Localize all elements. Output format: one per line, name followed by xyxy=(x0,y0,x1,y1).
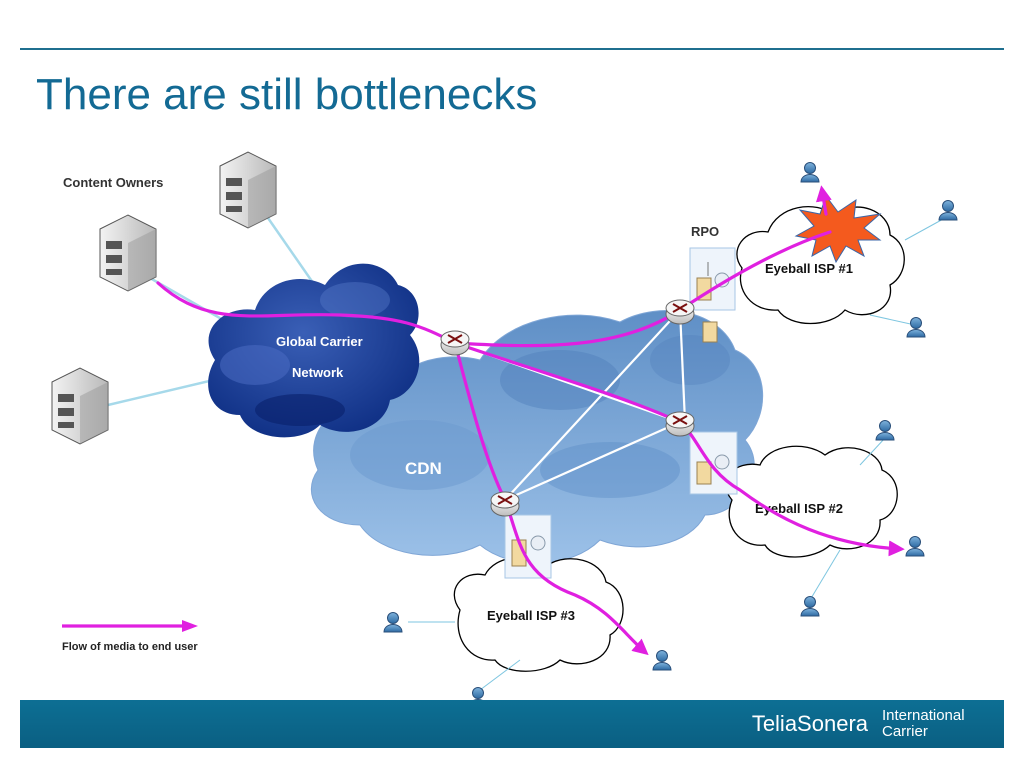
user-icon xyxy=(906,317,926,338)
user-icon xyxy=(800,162,820,183)
router-icon xyxy=(490,491,520,517)
user-icon xyxy=(938,200,958,221)
isp2-label: Eyeball ISP #2 xyxy=(755,501,843,516)
isp3-cloud xyxy=(453,556,624,672)
isp2-cloud xyxy=(725,445,898,558)
end-users xyxy=(383,162,958,700)
user-icon xyxy=(905,536,925,557)
legend-flow-label: Flow of media to end user xyxy=(62,641,198,653)
user-icon xyxy=(652,650,672,671)
footer-brand-sub: International Carrier xyxy=(882,708,965,740)
slide-title: There are still bottlenecks xyxy=(36,70,538,119)
user-icon xyxy=(875,420,895,441)
router-icon xyxy=(440,330,470,356)
top-rule xyxy=(20,48,1004,50)
rpo-label: RPO xyxy=(691,224,719,239)
footer-sub-line2: Carrier xyxy=(882,723,928,740)
isp3-label: Eyeball ISP #3 xyxy=(487,608,575,623)
footer-bar: TeliaSonera International Carrier xyxy=(20,700,1004,748)
user-icon xyxy=(383,612,403,633)
content-owners-label: Content Owners xyxy=(63,175,163,190)
building-icon xyxy=(219,151,277,229)
global-carrier-cloud xyxy=(208,263,420,438)
building-icon xyxy=(51,367,109,445)
isp1-label: Eyeball ISP #1 xyxy=(765,261,853,276)
bottleneck-burst-icon xyxy=(794,194,882,264)
global-carrier-label-line2: Network xyxy=(292,365,344,380)
legend-flow-arrow xyxy=(62,620,198,632)
router-icon xyxy=(665,299,695,325)
cdn-cloud xyxy=(310,310,764,564)
server-mid xyxy=(702,321,718,343)
cdn-label: CDN xyxy=(405,459,442,478)
user-icon xyxy=(472,687,484,700)
global-carrier-label-line1: Global Carrier xyxy=(276,334,363,349)
building-icon xyxy=(99,214,157,292)
user-icon xyxy=(800,596,820,617)
network-diagram: CDN Global Carrier Network Eyeball ISP #… xyxy=(51,151,958,700)
router-icon xyxy=(665,411,695,437)
footer-sub-line1: International xyxy=(882,707,965,724)
footer-brand: TeliaSonera xyxy=(751,711,868,736)
user-links xyxy=(408,217,946,691)
